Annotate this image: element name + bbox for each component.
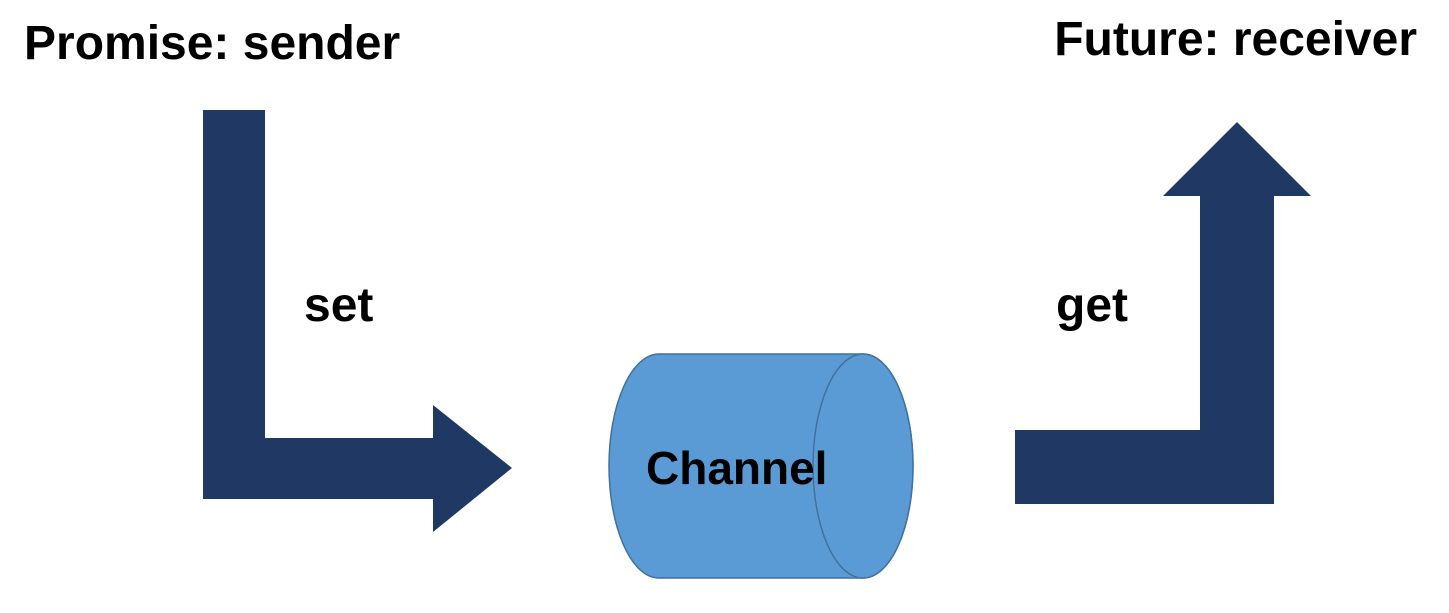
receiver-title: Future: receiver [1054, 13, 1417, 66]
channel-cylinder-icon [608, 353, 914, 579]
set-label: set [304, 279, 374, 332]
set-arrow-icon [203, 110, 512, 532]
get-label: get [1056, 279, 1128, 332]
get-arrow-icon [1015, 122, 1311, 504]
channel-label: Channel [646, 442, 828, 494]
sender-title: Promise: sender [24, 17, 401, 70]
